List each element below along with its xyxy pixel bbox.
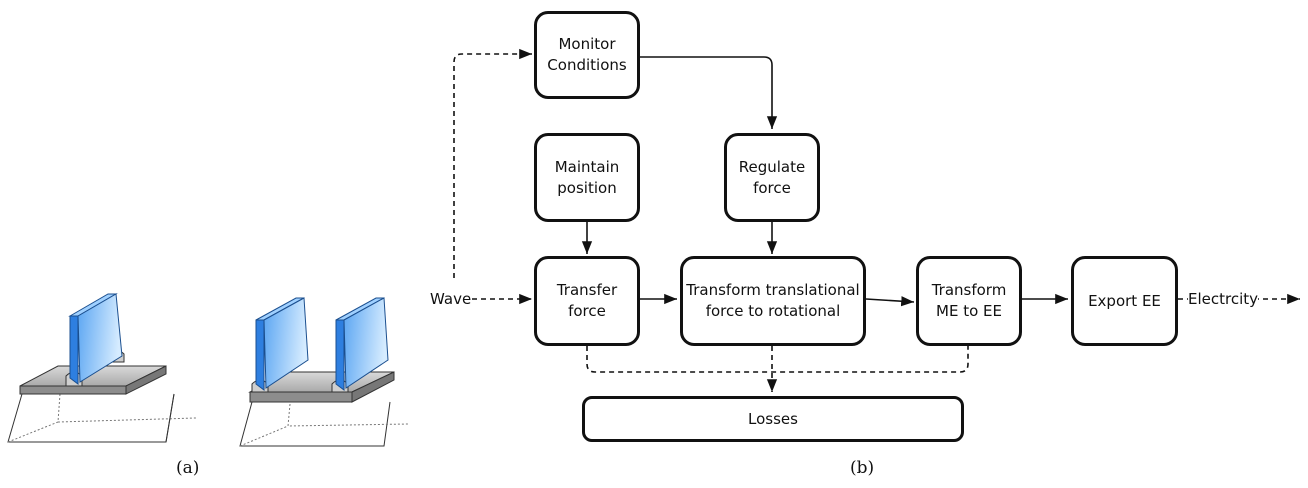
transform-rotational-node: Transform translational force to rotatio… (680, 256, 866, 346)
transform-me-ee-label: Transform ME to EE (931, 281, 1007, 320)
maintain-position-label: Maintain position (554, 157, 620, 197)
transfer-force-node: Transfer force (534, 256, 640, 346)
double-paddle-device (239, 297, 409, 447)
export-ee-label: Export EE (1088, 291, 1161, 310)
regulate-force-label: Regulate force (738, 157, 806, 197)
transform-rotational-label: Transform translational force to rotatio… (686, 281, 860, 320)
caption-b: (b) (850, 458, 875, 478)
losses-node: Losses (582, 396, 964, 442)
regulate-force-node: Regulate force (724, 133, 820, 222)
electricity-output-label: Electrcity (1188, 289, 1259, 309)
monitor-conditions-label: Monitor Conditions (547, 35, 627, 74)
device-illustrations (7, 293, 409, 447)
transfer-force-label: Transfer force (556, 281, 618, 320)
export-ee-node: Export EE (1071, 256, 1178, 346)
single-paddle-device (7, 293, 197, 443)
transform-me-ee-node: Transform ME to EE (916, 256, 1022, 346)
monitor-conditions-node: Monitor Conditions (534, 11, 640, 99)
caption-a: (a) (176, 458, 200, 478)
maintain-position-node: Maintain position (534, 133, 640, 222)
losses-label: Losses (748, 409, 798, 428)
wave-input-label: Wave (430, 289, 472, 309)
